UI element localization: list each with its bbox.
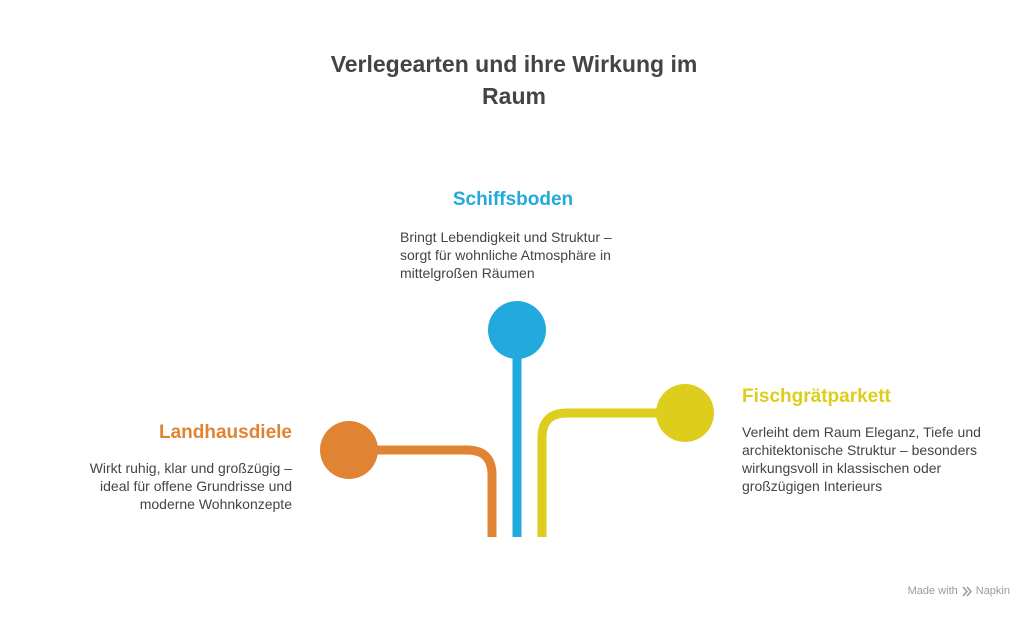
schiffsboden-node xyxy=(488,301,546,359)
fischgraetparkett-node xyxy=(656,384,714,442)
schiffsboden-heading: Schiffsboden xyxy=(452,189,574,210)
fischgraetparkett-connector xyxy=(537,408,685,537)
diagram-title: Verlegearten und ihre Wirkung im Raum xyxy=(330,51,698,109)
fischgraetparkett-heading: Fischgrätparkett xyxy=(742,386,891,407)
landhausdiele-node xyxy=(320,421,378,479)
made-with-label: Made with xyxy=(907,585,958,597)
schiffsboden-description: Bringt Lebendigkeit und Struktur – sorgt… xyxy=(400,229,612,281)
napkin-footer[interactable]: Made with Napkin xyxy=(908,585,1010,597)
napkin-brand-label: Napkin xyxy=(975,585,1010,597)
landhausdiele-connector xyxy=(350,445,497,537)
landhausdiele-description: Wirkt ruhig, klar und großzügig – ideal … xyxy=(89,460,292,512)
landhausdiele-heading: Landhausdiele xyxy=(158,422,292,443)
fischgraetparkett-description: Verleiht dem Raum Eleganz, Tiefe und arc… xyxy=(742,424,981,494)
napkin-logo-icon xyxy=(962,586,972,596)
